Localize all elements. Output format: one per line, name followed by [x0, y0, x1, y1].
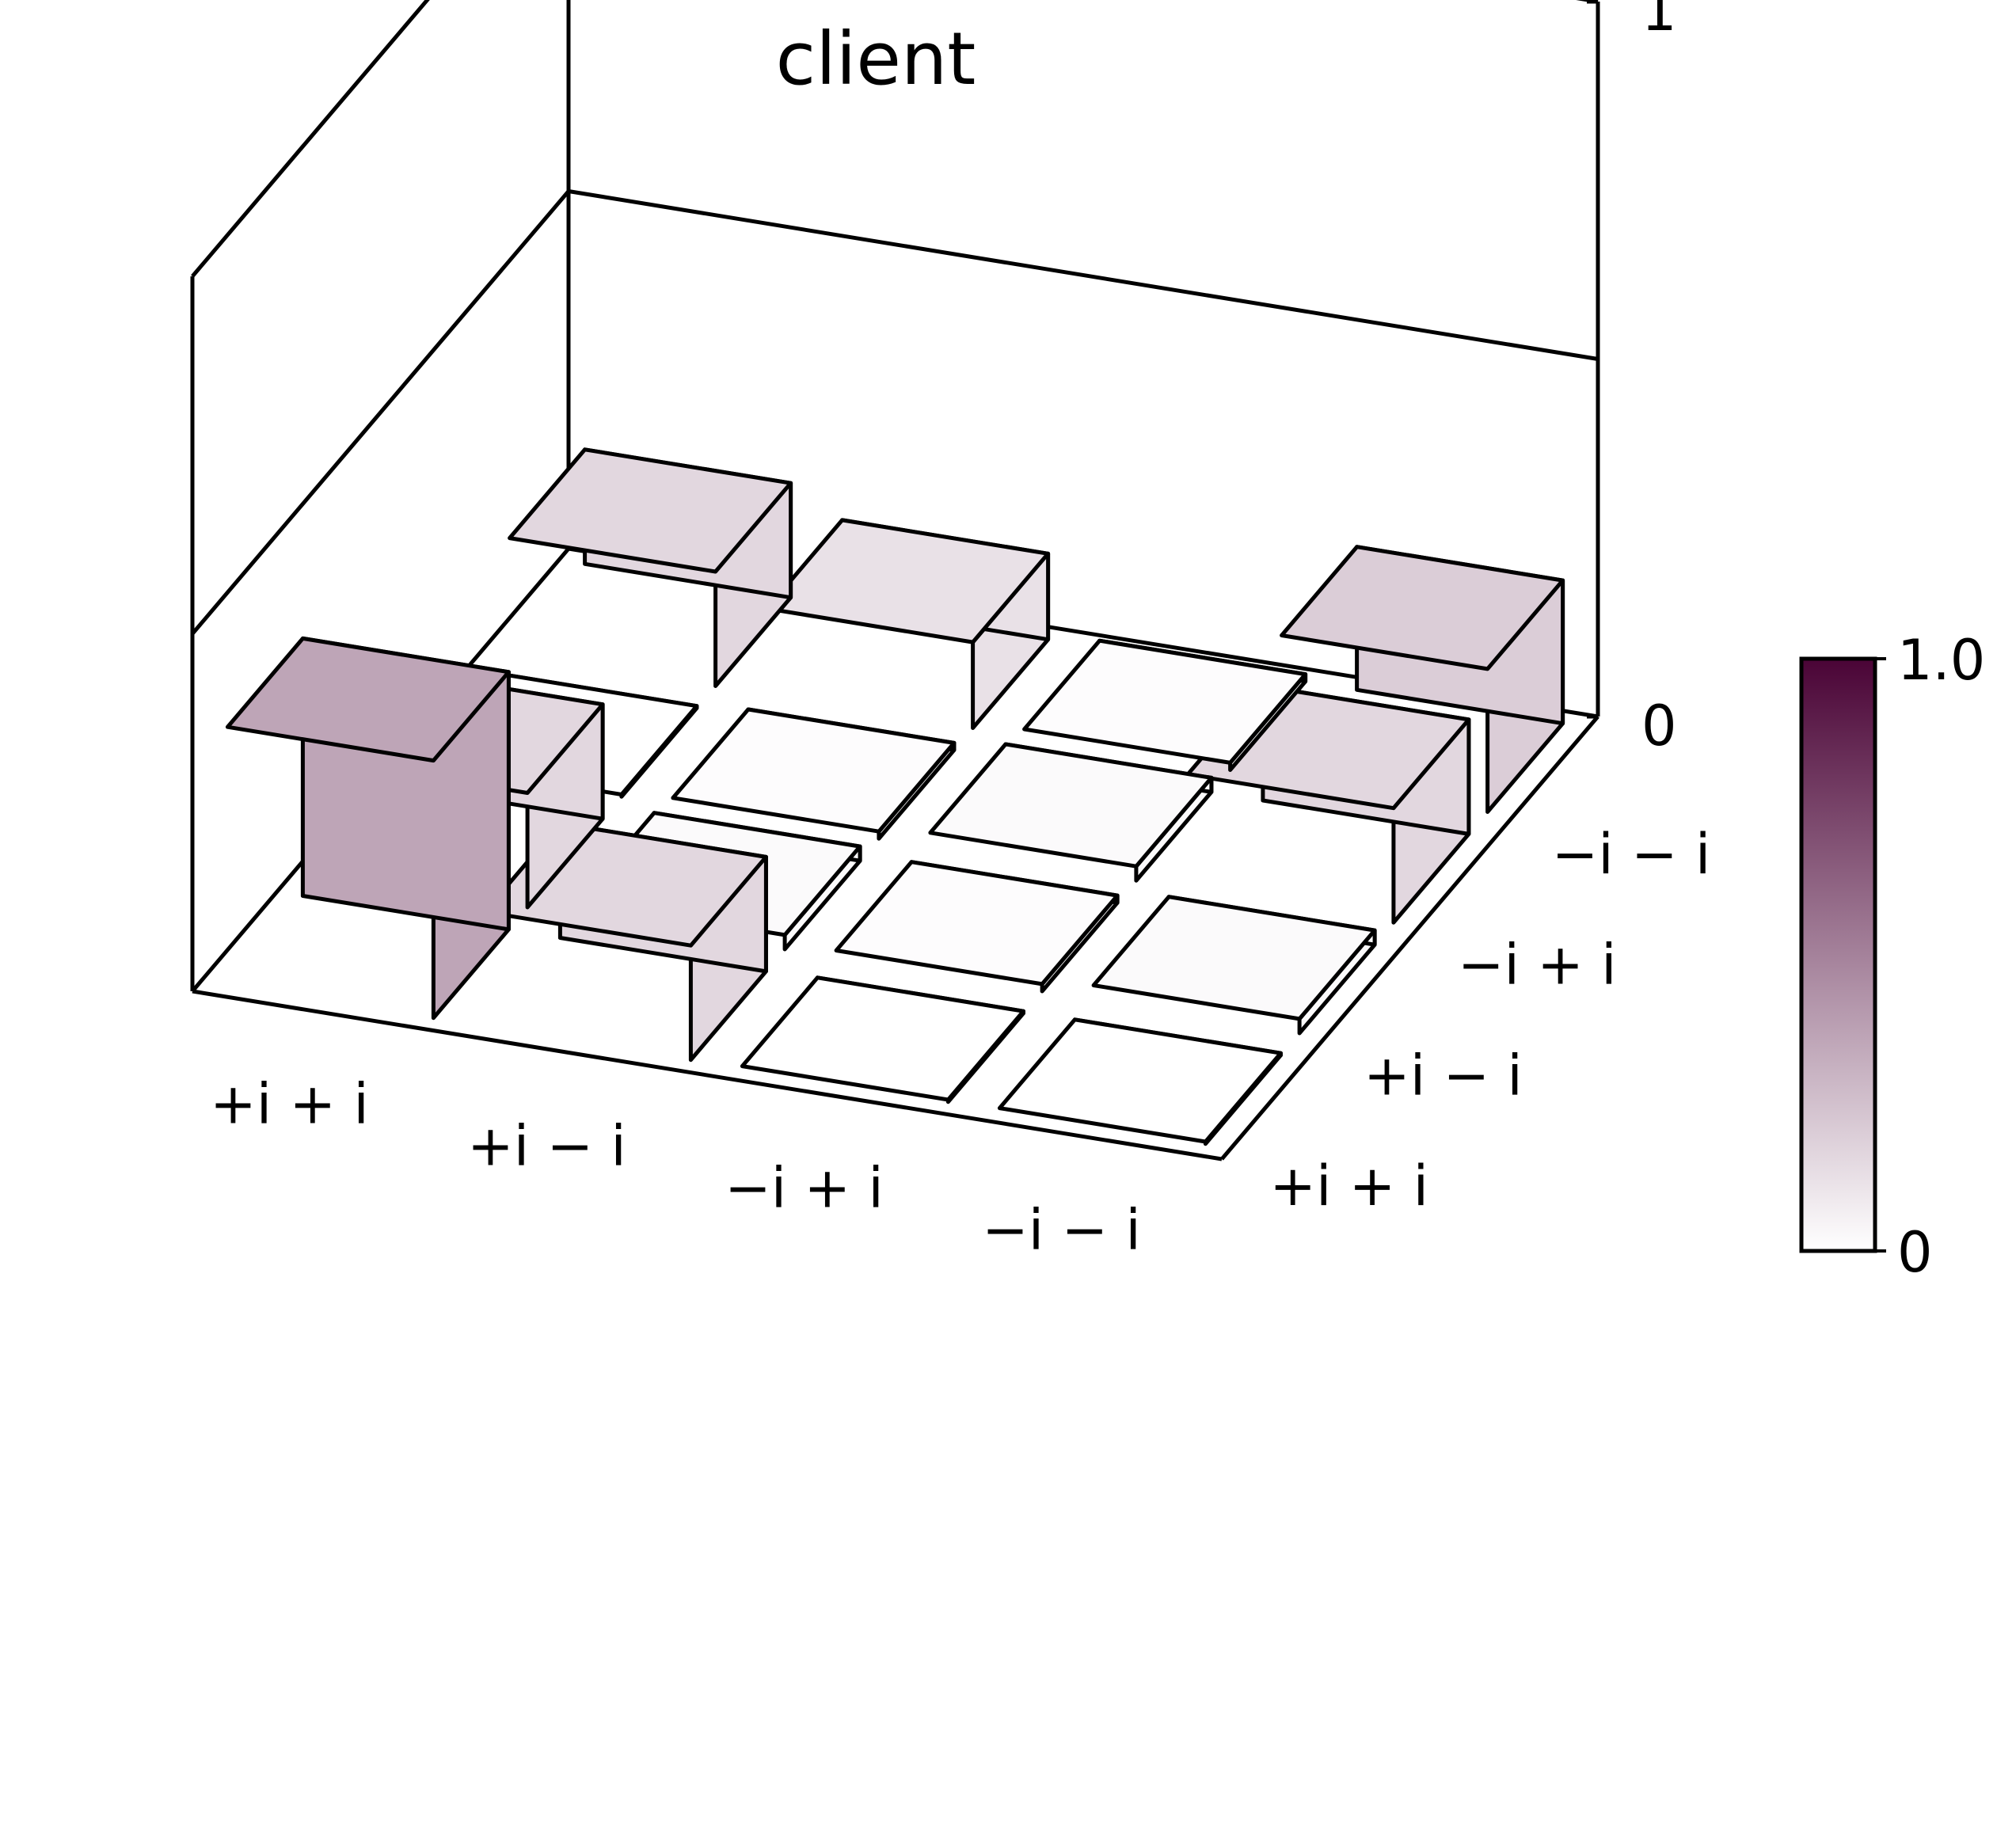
- bar-top-face: [765, 518, 1051, 644]
- y-tick-label: −i − i: [1552, 822, 1711, 887]
- x-tick-label: −i − i: [982, 1198, 1141, 1263]
- z-tick-label: 0: [1641, 694, 1677, 758]
- z-tick-labels: 01: [1641, 0, 1677, 758]
- bar-top-face: [225, 636, 511, 763]
- bar-top-face: [740, 975, 1025, 1102]
- x-tick-labels: +i + i +i − i −i + i −i − i: [210, 1072, 1141, 1263]
- colorbar-tick-label: 0: [1897, 1220, 1933, 1285]
- y-tick-label: −i + i: [1458, 933, 1617, 998]
- colorbar: 01.0: [1799, 628, 1985, 1285]
- bar-top-face: [671, 707, 957, 834]
- x-tick-label: −i + i: [725, 1156, 884, 1221]
- bar-1-3: [765, 518, 1051, 730]
- y-tick-label: +i + i: [1269, 1154, 1428, 1218]
- bar-3-0: [997, 1017, 1283, 1146]
- bar-1-2: [671, 707, 957, 841]
- bar-2-3: [1022, 638, 1308, 772]
- y-tick-label: +i − i: [1364, 1043, 1523, 1108]
- colorbar-tick-label: 1.0: [1897, 628, 1985, 693]
- bar-3-3: [1280, 545, 1565, 814]
- floor-near-x-edge: [192, 989, 1223, 1161]
- side-wall-gridline: [568, 189, 1599, 361]
- side-wall-top-edge: [1576, 0, 1599, 4]
- bar-0-0: [225, 636, 511, 1021]
- x-tick-label: +i − i: [467, 1114, 626, 1179]
- bar-2-1: [834, 860, 1120, 994]
- bar-2-2: [928, 742, 1214, 883]
- x-tick-label: +i + i: [210, 1072, 369, 1137]
- bar-top-face: [834, 860, 1120, 987]
- back-wall-top-edge: [191, 0, 430, 278]
- bar-2-0: [740, 975, 1025, 1104]
- bars-group: [225, 447, 1565, 1146]
- back-wall-gridline: [191, 189, 570, 636]
- bar-top-face: [1280, 545, 1565, 671]
- bar-top-face: [1022, 638, 1308, 765]
- bar-0-3: [508, 447, 793, 688]
- bar-top-face: [1091, 895, 1377, 1021]
- z-tick-label: 1: [1641, 0, 1677, 44]
- chart-title: client: [776, 17, 976, 101]
- colorbar-gradient: [1799, 656, 1877, 1253]
- bar-top-face: [508, 447, 793, 574]
- y-tick-labels: +i + i +i − i −i + i −i − i: [1269, 822, 1710, 1218]
- floor-near-y-edge: [1220, 715, 1599, 1161]
- bar-top-face: [997, 1017, 1283, 1144]
- bar-top-face: [928, 742, 1214, 869]
- bar-3-1: [1091, 895, 1377, 1036]
